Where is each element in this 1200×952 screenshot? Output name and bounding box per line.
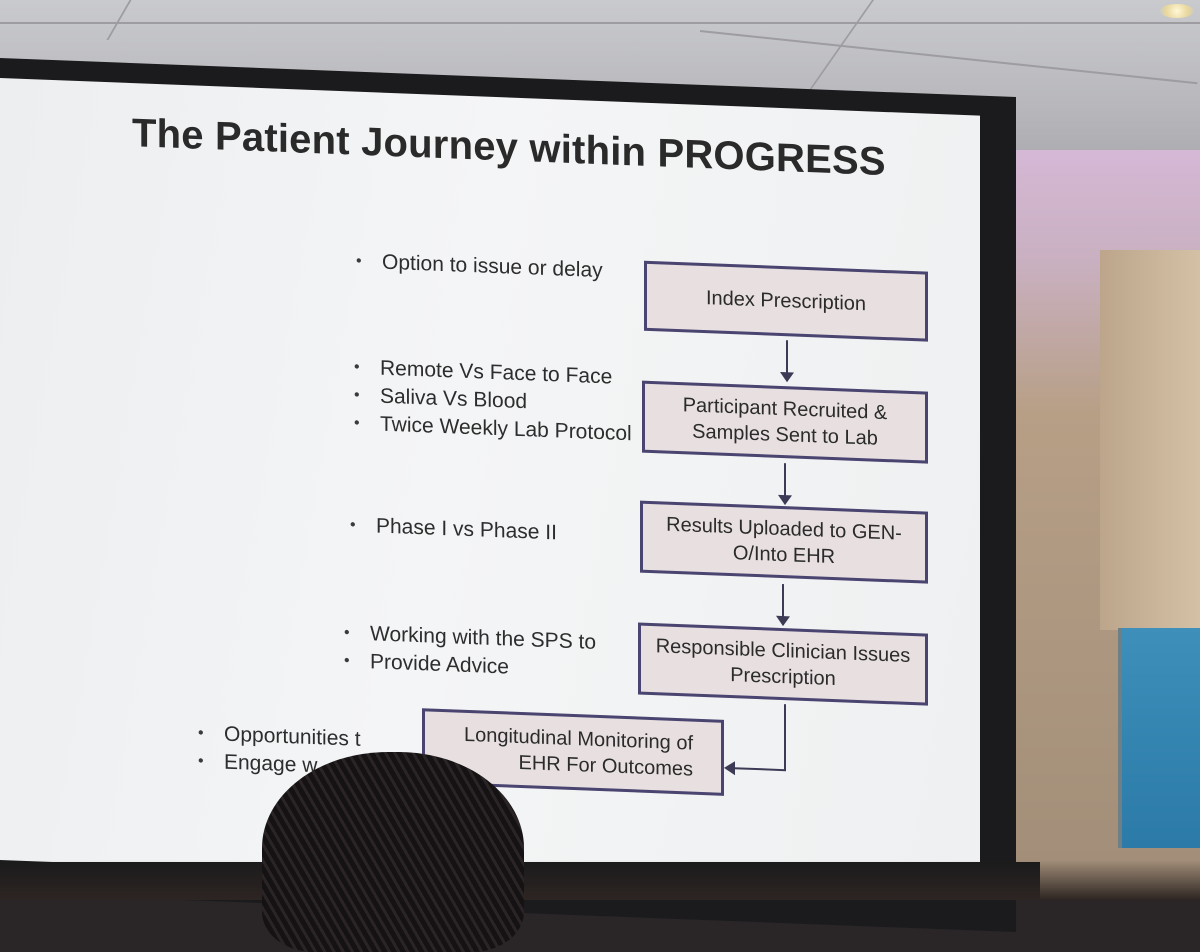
ceiling-light (1160, 4, 1194, 18)
flow-arrow-down (786, 340, 788, 375)
bullet-list-step-4: Working with the SPS to Provide Advice (344, 619, 596, 685)
ceiling-tile-line (106, 0, 132, 40)
flow-arrow-down (782, 584, 784, 619)
flow-arrow-down (784, 463, 786, 498)
box-text-line: Index Prescription (705, 287, 867, 316)
flow-arrow-left (724, 760, 735, 776)
ceiling-tile-line (699, 30, 1198, 85)
projected-slide: The Patient Journey within PROGRESS Opti… (0, 78, 980, 898)
bullet-list-step-1: Option to issue or delay (356, 248, 603, 285)
flow-box-results-uploaded: Results Uploaded to GEN- O/Into EHR (640, 500, 928, 584)
bullet-item: Phase I vs Phase II (350, 511, 557, 547)
bullet-continuation-text: Provide Advice (370, 650, 509, 679)
bullet-list-step-3: Phase I vs Phase II (350, 511, 557, 547)
flow-connector-horizontal (734, 767, 786, 772)
slide-title: The Patient Journey within PROGRESS (132, 111, 886, 185)
audience-head-silhouette (262, 752, 524, 952)
window-panel (1118, 628, 1200, 848)
flow-box-index-prescription: Index Prescription (644, 260, 928, 342)
room-pillar (1100, 250, 1200, 630)
flow-connector-vertical (784, 704, 786, 771)
ceiling-tile-line (0, 22, 1200, 24)
flow-box-participant-recruited: Participant Recruited & Samples Sent to … (642, 380, 928, 464)
audience-area (0, 860, 1200, 900)
bullet-continuation-text: Engage w (224, 750, 318, 778)
bullet-list-step-2: Remote Vs Face to Face Saliva Vs Blood T… (354, 354, 632, 449)
bullet-item: Option to issue or delay (356, 248, 603, 285)
flow-box-clinician-issues: Responsible Clinician Issues Prescriptio… (638, 622, 928, 706)
